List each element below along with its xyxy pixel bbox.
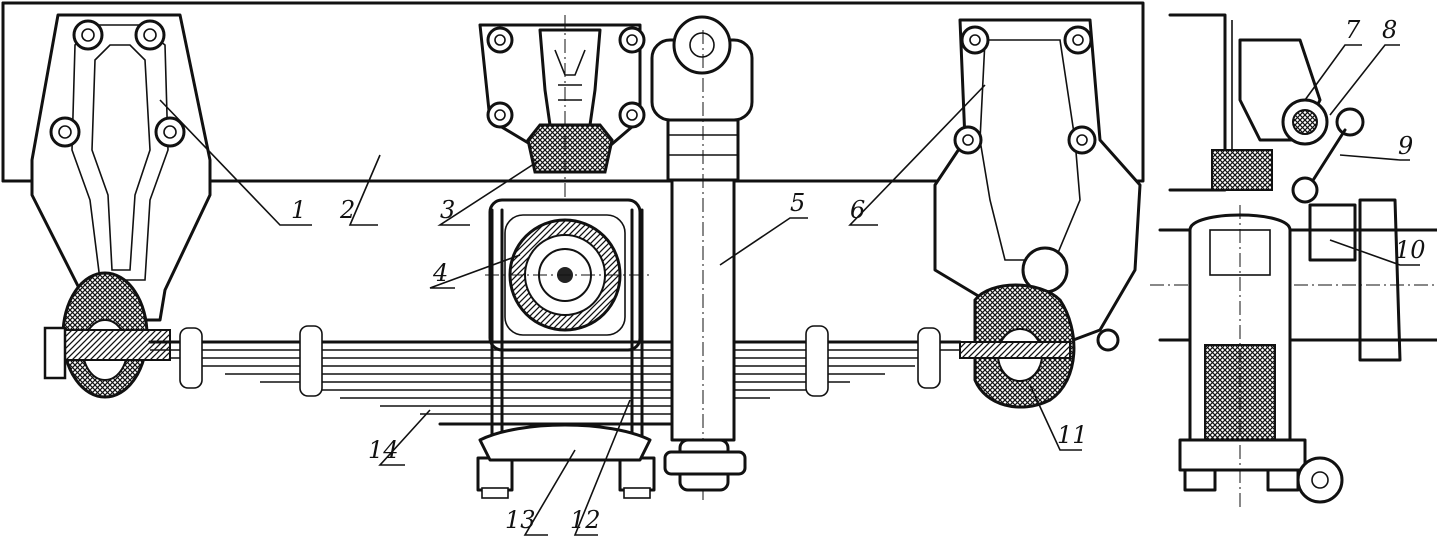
front-spring-bracket — [30, 13, 212, 322]
shock-absorber — [650, 15, 754, 500]
callout-12: 12 — [570, 506, 601, 534]
leader-lines — [159, 44, 1420, 536]
callout-3: 3 — [440, 196, 455, 224]
callout-1: 1 — [291, 196, 306, 224]
axle-housing — [485, 198, 650, 352]
callout-11: 11 — [1057, 421, 1088, 449]
rear-spring-slider — [959, 283, 1076, 409]
callout-4: 4 — [432, 259, 448, 287]
callout-8: 8 — [1382, 16, 1397, 44]
callout-9: 9 — [1398, 132, 1413, 160]
rubber-bumper-bracket — [478, 15, 646, 330]
rear-spring-bracket — [933, 18, 1142, 352]
callout-7: 7 — [1345, 16, 1361, 44]
front-spring-eye — [43, 271, 171, 399]
callout-14: 14 — [368, 436, 399, 464]
callout-2: 2 — [339, 196, 355, 224]
leaf-spring-pack — [148, 325, 962, 462]
callout-13: 13 — [505, 506, 536, 534]
callout-10: 10 — [1395, 236, 1426, 264]
u-bolts — [476, 208, 656, 499]
side-view-assembly — [1150, 13, 1437, 510]
callout-5: 5 — [790, 189, 805, 217]
callout-6: 6 — [850, 196, 865, 224]
callout-labels: 1 2 3 4 5 6 7 8 9 10 11 12 13 14 — [291, 16, 1426, 534]
